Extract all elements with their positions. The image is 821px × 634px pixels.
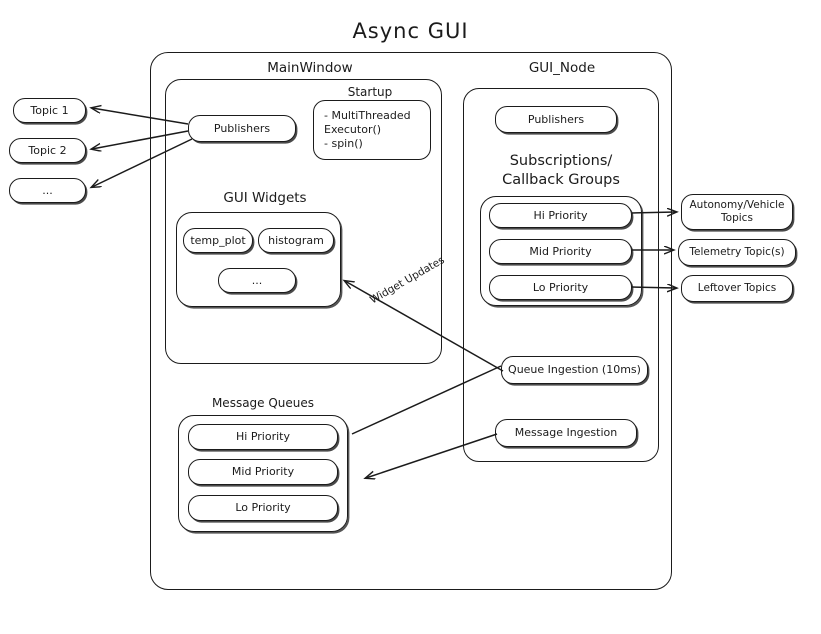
external-topic-more[interactable]: ...	[9, 178, 86, 203]
gui-node-group	[463, 88, 659, 462]
outer-container	[150, 52, 672, 590]
gui-widgets-title: GUI Widgets	[223, 190, 307, 206]
main-window-publishers-box[interactable]: Publishers	[188, 115, 296, 142]
widget-more[interactable]: ...	[218, 268, 296, 293]
gui-widgets-group	[176, 212, 341, 307]
message-ingestion-box[interactable]: Message Ingestion	[495, 419, 637, 447]
message-queues-group	[178, 415, 348, 532]
callback-group-lo-priority[interactable]: Lo Priority	[489, 275, 632, 300]
callback-group-hi-priority[interactable]: Hi Priority	[489, 203, 632, 228]
widget-temp-plot[interactable]: temp_plot	[183, 228, 253, 253]
message-queue-mid-priority[interactable]: Mid Priority	[188, 459, 338, 485]
topic-leftover[interactable]: Leftover Topics	[681, 275, 793, 302]
message-queues-title: Message Queues	[211, 396, 315, 410]
widget-histogram[interactable]: histogram	[258, 228, 334, 253]
main-window-group	[165, 79, 442, 364]
startup-title: Startup	[347, 85, 393, 99]
callback-groups-group	[480, 196, 642, 306]
gui-node-publishers-box[interactable]: Publishers	[495, 106, 617, 133]
message-queue-hi-priority[interactable]: Hi Priority	[188, 424, 338, 450]
startup-box[interactable]: - MultiThreaded Executor() - spin()	[313, 100, 431, 160]
queue-ingestion-box[interactable]: Queue Ingestion (10ms)	[501, 356, 648, 384]
message-queue-lo-priority[interactable]: Lo Priority	[188, 495, 338, 521]
page-title: Async GUI	[352, 19, 469, 43]
topic-telemetry[interactable]: Telemetry Topic(s)	[678, 239, 796, 266]
main-window-title: MainWindow	[267, 60, 353, 76]
gui-node-title: GUI_Node	[528, 60, 596, 76]
external-topic-2[interactable]: Topic 2	[9, 138, 86, 163]
callback-group-mid-priority[interactable]: Mid Priority	[489, 239, 632, 264]
subscriptions-title: Subscriptions/ Callback Groups	[502, 153, 620, 188]
topic-autonomy-vehicle[interactable]: Autonomy/Vehicle Topics	[681, 194, 793, 230]
external-topic-1[interactable]: Topic 1	[13, 98, 86, 123]
